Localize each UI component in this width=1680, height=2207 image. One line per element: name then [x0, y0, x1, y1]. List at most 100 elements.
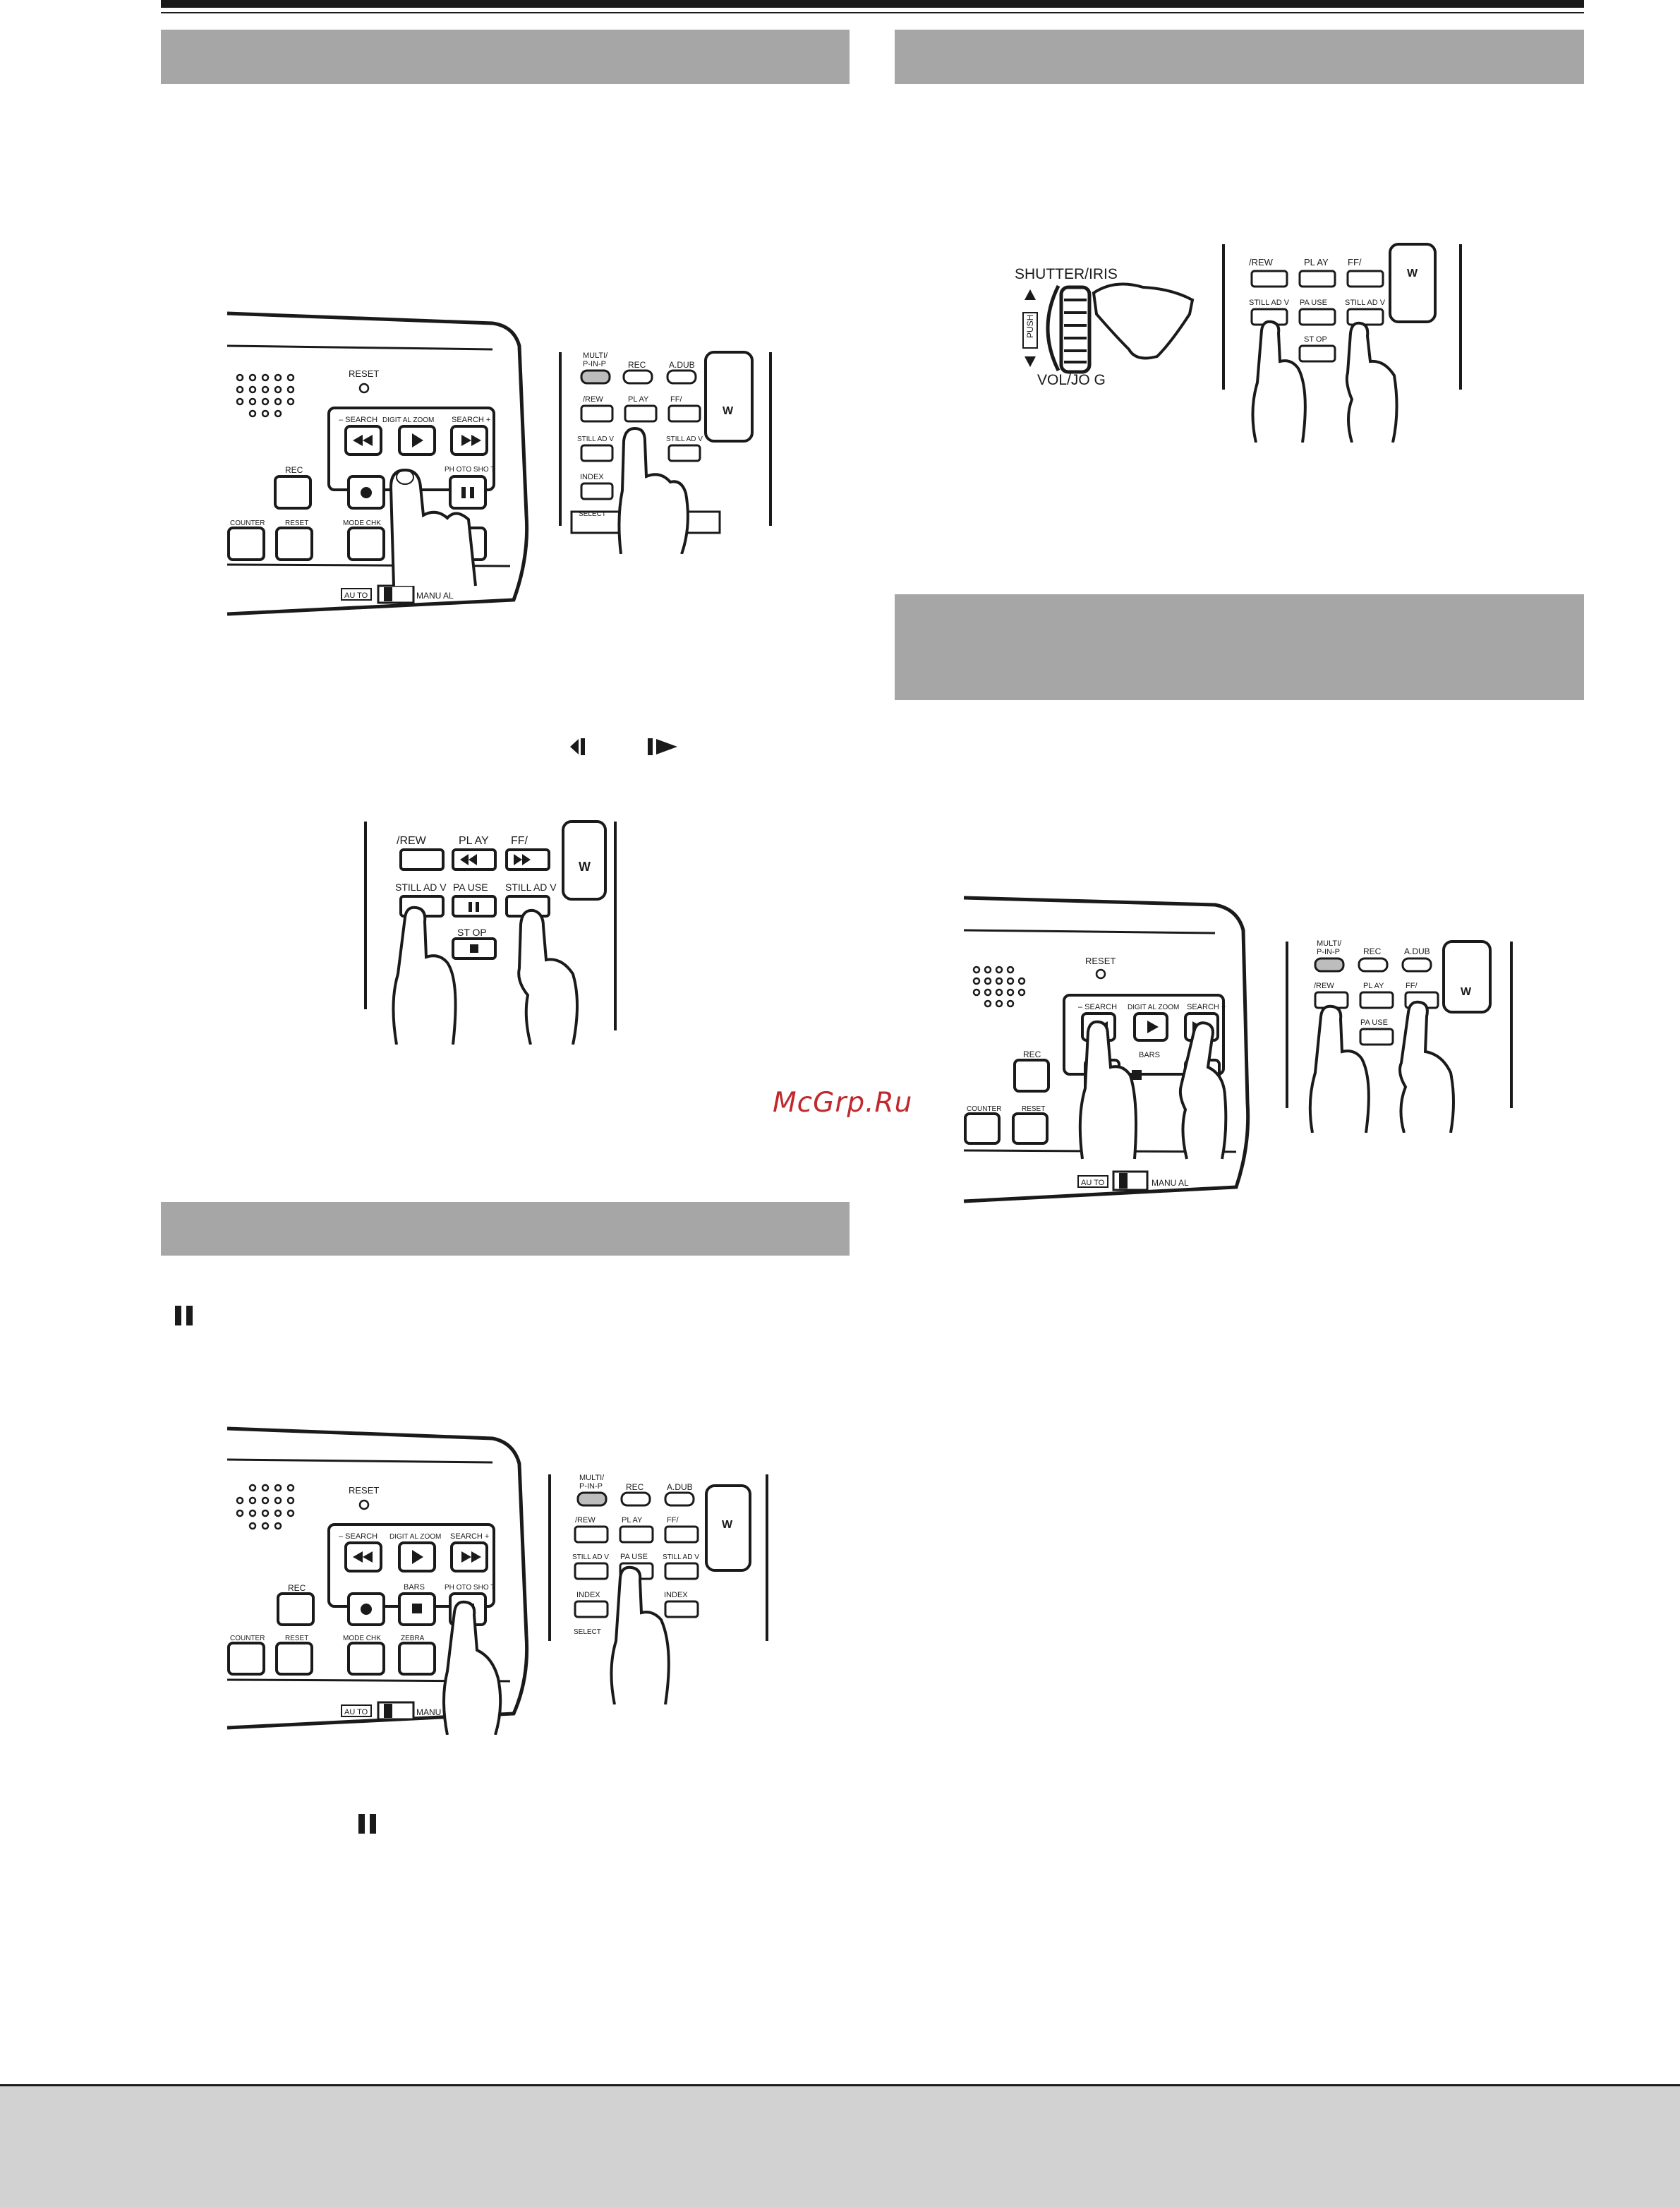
- label-pause-3: PA USE: [1300, 299, 1327, 307]
- label-index-left-5: INDEX: [576, 1591, 600, 1599]
- label-search-right-2: SEARCH +: [1187, 1003, 1226, 1011]
- label-manual-2: MANU AL: [1152, 1178, 1189, 1188]
- label-digital-zoom-2: DIGIT AL ZOOM: [1128, 1004, 1179, 1011]
- label-play-2: PL AY: [459, 835, 489, 847]
- label-push: PUSH: [1025, 315, 1035, 338]
- label-still-adv-left-3: STILL AD V: [1249, 299, 1290, 307]
- label-index: INDEX: [580, 473, 604, 481]
- label-reset-2: RESET: [1085, 956, 1116, 966]
- section-band-search: [895, 594, 1584, 700]
- label-shutter-iris: SHUTTER/IRIS: [1015, 266, 1118, 282]
- label-pinp-2: P-IN-P: [1317, 948, 1340, 956]
- still-adv-forward-icon: [646, 736, 682, 757]
- page-top-thin-rule: [161, 12, 1584, 13]
- label-stop-3: ST OP: [1304, 335, 1327, 344]
- label-reset-small: RESET: [285, 519, 308, 527]
- deck-panel-search-illustration: RESET – SEARCH DIGIT AL ZOOM SEARCH + RE…: [961, 891, 1257, 1204]
- label-reset-small-2: RESET: [1022, 1105, 1045, 1113]
- remote-search-illustration: W MULTI/ P-IN-P REC A.DUB /REW PL AY FF/…: [1284, 939, 1517, 1133]
- label-ff-3: FF/: [1348, 257, 1362, 267]
- label-ff-2: FF/: [511, 835, 528, 847]
- label-pause-5: PA USE: [620, 1553, 648, 1561]
- label-ff-4: FF/: [1406, 982, 1418, 990]
- label-zebra: ZEBRA: [401, 1635, 425, 1642]
- section-band-pause: [161, 1202, 850, 1256]
- label-search-right-3: SEARCH +: [450, 1532, 489, 1541]
- label-play-3: PL AY: [1304, 257, 1329, 267]
- label-multi-2: MULTI/: [1317, 939, 1342, 948]
- label-mode-chk-2: MODE CHK: [343, 1635, 381, 1642]
- label-rew-4: /REW: [1314, 982, 1334, 990]
- label-rec-2: REC: [1023, 1050, 1041, 1059]
- label-w-3: W: [1407, 267, 1418, 279]
- label-w: W: [723, 405, 734, 417]
- label-play-5: PL AY: [622, 1516, 643, 1525]
- section-band-jog: [895, 30, 1584, 84]
- label-still-adv-left-2: STILL AD V: [395, 882, 447, 893]
- label-rew-3: /REW: [1249, 257, 1274, 267]
- label-rec: REC: [285, 465, 303, 475]
- label-rec-3: REC: [288, 1583, 306, 1593]
- label-still-adv-left: STILL AD V: [577, 435, 614, 443]
- label-still-adv-right-5: STILL AD V: [663, 1553, 699, 1561]
- label-stop: ST OP: [457, 927, 487, 938]
- label-adub-3: A.DUB: [667, 1482, 693, 1492]
- label-photo-shot: PH OTO SHO T: [445, 466, 495, 474]
- label-w-2: W: [579, 860, 591, 874]
- label-w-5: W: [722, 1519, 733, 1531]
- label-multi: MULTI/: [583, 351, 608, 360]
- label-counter-2: COUNTER: [967, 1105, 1001, 1113]
- remote-still-advance-illustration: W /REW PL AY FF/ STILL AD V PA USE STILL…: [361, 819, 627, 1045]
- label-rew-2: /REW: [397, 835, 427, 847]
- label-manual: MANU AL: [416, 591, 454, 601]
- label-still-adv-left-5: STILL AD V: [572, 1553, 609, 1561]
- label-adub-2: A.DUB: [1404, 946, 1430, 956]
- label-search-left: – SEARCH: [339, 416, 377, 424]
- label-search-left-3: – SEARCH: [339, 1532, 377, 1541]
- deck-panel-play-illustration: RESET – SEARCH DIGIT AL ZOOM SEARCH + RE…: [224, 303, 535, 618]
- label-digital-zoom: DIGIT AL ZOOM: [382, 416, 434, 424]
- still-adv-back-icon: [562, 736, 587, 757]
- label-index-right-5: INDEX: [664, 1591, 688, 1599]
- label-select-5: SELECT: [574, 1628, 601, 1636]
- page-footer-band: [0, 2084, 1680, 2207]
- label-rec-remote-2: REC: [1363, 946, 1382, 956]
- label-ff-5: FF/: [667, 1516, 679, 1525]
- label-rew: /REW: [583, 395, 603, 404]
- label-pause: PA USE: [453, 882, 488, 893]
- label-still-adv-right: STILL AD V: [666, 435, 703, 443]
- label-reset: RESET: [349, 368, 379, 379]
- label-select: SELECT: [579, 510, 606, 518]
- page-top-rule: [161, 0, 1584, 8]
- label-rec-remote-3: REC: [626, 1482, 644, 1492]
- label-bars-2: BARS: [404, 1583, 425, 1592]
- pause-icon-2: [356, 1812, 379, 1835]
- label-search-left-2: – SEARCH: [1078, 1003, 1117, 1011]
- label-pinp: P-IN-P: [583, 360, 606, 368]
- label-adub: A.DUB: [669, 360, 695, 370]
- label-mode-chk: MODE CHK: [343, 519, 381, 527]
- label-reset-small-3: RESET: [285, 1635, 308, 1642]
- label-ff: FF/: [670, 395, 682, 404]
- label-reset-3: RESET: [349, 1485, 379, 1496]
- label-auto: AU TO: [344, 591, 368, 600]
- remote-play-illustration: W MULTI/ P-IN-P REC A.DUB /REW PL AY FF/…: [557, 349, 776, 554]
- label-search-right: SEARCH +: [452, 416, 490, 424]
- label-play-4: PL AY: [1363, 982, 1384, 990]
- remote-jog-illustration: W /REW PL AY FF/ STILL AD V PA USE STILL…: [1221, 241, 1468, 443]
- label-counter: COUNTER: [230, 519, 265, 527]
- label-rec-remote: REC: [628, 360, 646, 370]
- label-vol-jog: VOL/JO G: [1037, 372, 1106, 388]
- label-w-4: W: [1461, 986, 1472, 998]
- label-rew-5: /REW: [575, 1516, 596, 1525]
- watermark: McGrp.Ru: [773, 1087, 913, 1119]
- label-multi-3: MULTI/: [579, 1474, 605, 1482]
- jog-dial-illustration: SHUTTER/IRIS VOL/JO G PUSH: [1009, 251, 1214, 388]
- label-pause-4: PA USE: [1360, 1018, 1388, 1027]
- label-counter-3: COUNTER: [230, 1635, 265, 1642]
- label-pinp-3: P-IN-P: [579, 1482, 603, 1491]
- label-still-adv-right-2: STILL AD V: [505, 882, 557, 893]
- label-still-adv-right-3: STILL AD V: [1345, 299, 1386, 307]
- pause-icon: [173, 1304, 195, 1327]
- remote-pause-illustration: W MULTI/ P-IN-P REC A.DUB /REW PL AY FF/…: [547, 1472, 773, 1704]
